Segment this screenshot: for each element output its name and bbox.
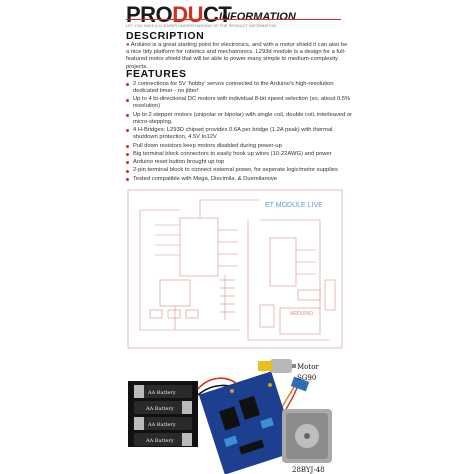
battery-2: AA Battery [134,401,192,414]
description-title: DESCRIPTION [126,30,205,42]
feature-item: Up to 2 stepper motors (unipolar or bipo… [126,112,354,126]
svg-text:AA Battery: AA Battery [147,422,176,428]
feature-item: Tested compatible with Mega, Diecimila, … [126,176,354,183]
svg-text:AA Battery: AA Battery [147,390,176,396]
stepper-label: 28BYJ-48 [292,466,325,474]
servo-label: SG90 [297,374,316,382]
bullet-icon: ● [126,42,131,48]
svg-text:AA Battery: AA Battery [145,438,174,444]
feature-item: 4 H-Bridges: L293D chipset provides 0.6A… [126,127,354,141]
svg-text:AA Battery: AA Battery [145,406,174,412]
stepper-motor [282,409,332,463]
features-title: FEATURES [126,68,187,80]
header-rule [126,19,341,20]
feature-item: Up to 4 bi-directional DC motors with in… [126,96,354,110]
tagline: LET YOU HAVE A CLEARER UNDERSTANDING OF … [126,24,277,28]
feature-item: Arduino reset button brought up top [126,159,354,166]
servo [290,376,312,392]
brand-subtitle: INFORMATION [219,11,296,23]
motor-label: Motor [297,363,319,371]
module-watermark: ET MODULE LIVE [265,202,323,209]
battery-4: AA Battery [134,433,192,446]
board-label: ARDUINO [290,311,313,317]
schematic-diagram: ET MODULE LIVE ARDUINO [127,189,343,349]
motor-shield [198,371,298,474]
header: PRODUCT INFORMATION [126,2,466,27]
features-list: 2 connections for 5V 'hobby' servos conn… [126,81,354,184]
description-text: ● Arduino is a great starting point for … [126,42,348,70]
feature-item: Pull down resistors keep motors disabled… [126,143,354,150]
battery-3: AA Battery [134,417,192,430]
feature-item: 2 connections for 5V 'hobby' servos conn… [126,81,354,95]
battery-1: AA Battery [134,385,192,398]
feature-item: Big terminal block connectors to easily … [126,151,354,158]
hardware-photo: AA Battery AA Battery AA Battery AA Batt… [128,359,332,474]
brand-logo: PRODUCT [126,2,232,27]
feature-item: 2-pin terminal block to connect external… [126,167,354,174]
dc-motor [258,359,296,373]
